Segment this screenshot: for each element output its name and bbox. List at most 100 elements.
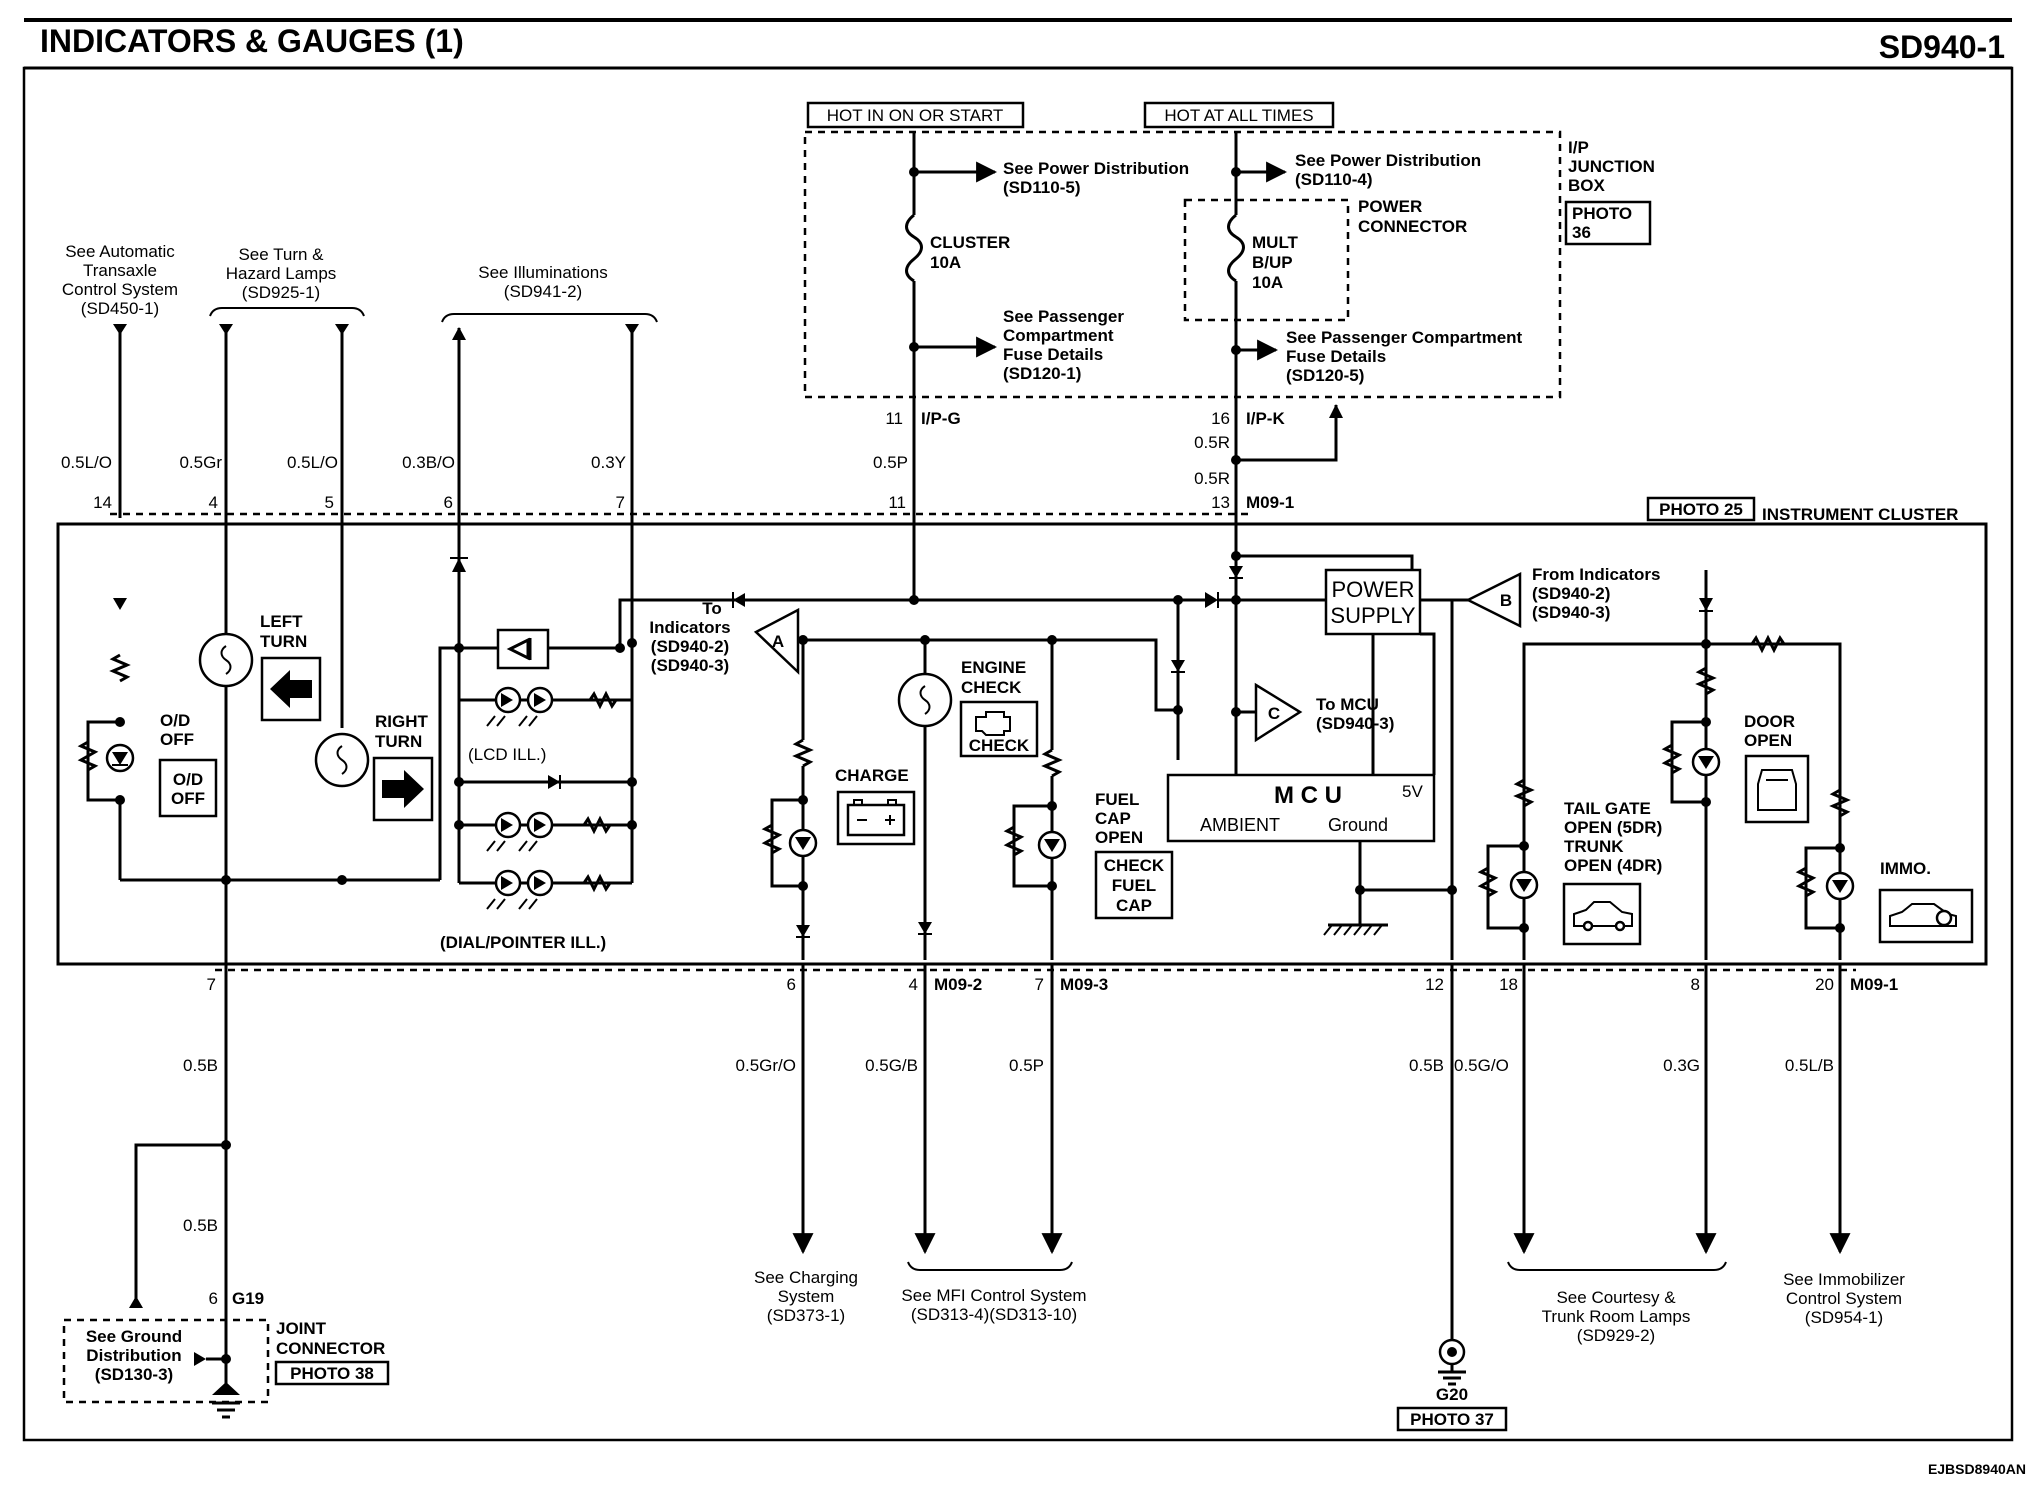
diagram-title: INDICATORS & GAUGES (1) [40,23,464,59]
dial-ill-label: (DIAL/POINTER ILL.) [440,933,606,952]
from-ind-l1: From Indicators [1532,565,1660,584]
junction-box: HOT IN ON OR START HOT AT ALL TIMES I/P … [803,101,1655,428]
g19-label: G19 [232,1289,264,1308]
charging-ref-2: System [778,1287,835,1306]
courtesy-ref-2: Trunk Room Lamps [1542,1307,1691,1326]
pin-bot-12: 12 [1425,975,1444,994]
engine-check-l1: ENGINE [961,658,1026,677]
wire-bot-8: 0.3G [1663,1056,1700,1075]
courtesy-ref-1: See Courtesy & [1556,1288,1676,1307]
wire-top-5: 0.5L/O [287,453,338,472]
tri-b-label: B [1500,591,1512,610]
resistor-icon [1513,778,1535,808]
check-icon-label: CHECK [969,736,1030,755]
pd1-l2: (SD110-5) [1003,178,1080,197]
lcd-ill-icon [496,628,550,670]
resistor-icon [109,653,131,683]
mfi-ref-1: See MFI Control System [901,1286,1086,1305]
turn-ref-2: Hazard Lamps [226,264,337,283]
power-conn-l1: POWER [1358,197,1422,216]
wire-bot-7a: 0.5B [183,1056,218,1075]
pin-top-4: 4 [209,493,218,512]
ground-symbol-icon [212,1382,240,1419]
pin-top-11: 11 [888,493,906,512]
pcf2-l3: (SD120-5) [1286,366,1364,385]
fuel-cap-l3: OPEN [1095,828,1143,847]
immob-ref-3: (SD954-1) [1805,1308,1883,1327]
left-turn-l1: LEFT [260,612,303,631]
power-connector-outline [1183,198,1350,322]
hot-run-label: HOT IN ON OR START [827,106,1004,125]
photo36-l2: 36 [1572,223,1591,242]
right-arrow-icon [382,770,424,808]
resistor-icon [761,823,783,855]
resistor-icon [1795,866,1817,898]
cluster-fuse-icon [905,213,923,283]
left-arrow-icon [270,670,312,708]
conn-ipk: I/P-K [1246,409,1285,428]
pin-top-13: 13 [1211,493,1230,512]
tail-gate-l2: OPEN (5DR) [1564,818,1662,837]
instrument-cluster: PHOTO 25 INSTRUMENT CLUSTER O/D OFF O/D … [56,496,1988,966]
immob-ref-2: Control System [1786,1289,1902,1308]
tri-c-label: C [1268,704,1280,723]
pin-top-14: 14 [93,493,112,512]
pin-ipk: 16 [1211,409,1230,428]
header: INDICATORS & GAUGES (1) SD940-1 [24,18,2012,70]
photo37-box [1396,1406,1508,1432]
resistor-icon [582,873,612,893]
right-turn-l2: TURN [375,732,422,751]
diagram-code: SD940-1 [1879,29,2005,65]
down-arrow-icon [335,324,349,335]
up-arrow-icon [452,327,466,340]
power-supply-l1: POWER [1331,577,1414,602]
wire-top-4: 0.5Gr [179,453,222,472]
power-supply-box [1324,568,1422,636]
cluster-outline [56,522,1988,966]
mcu-box [1166,773,1436,843]
ground-dist-l1: See Ground [86,1327,182,1346]
resistor-icon [1041,748,1063,778]
wire-bot-6: 0.5Gr/O [736,1056,796,1075]
pd2-l1: See Power Distribution [1295,151,1481,170]
tail-gate-l4: OPEN (4DR) [1564,856,1662,875]
resistor-icon [77,740,99,772]
od-icon-l2: OFF [171,789,205,808]
to-ind-l2: Indicators [649,618,730,637]
pcf1-l3: Fuse Details [1003,345,1103,364]
wire-top-13b: 0.5R [1194,469,1230,488]
resistor-icon [588,690,618,710]
fuel-icon-l2: FUEL [1112,876,1156,895]
cluster-label: INSTRUMENT CLUSTER [1762,505,1958,524]
wire-bot-4: 0.5G/B [865,1056,918,1075]
courtesy-ref-3: (SD929-2) [1577,1326,1655,1345]
resistor-icon [1750,634,1786,654]
turn-ref-1: See Turn & [238,245,324,264]
fuse1-l2: 10A [930,253,961,272]
joint-l2: CONNECTOR [276,1339,385,1358]
diagram-frame [22,66,2014,1442]
photo25-label: PHOTO 25 [1659,500,1743,519]
wire-bot-20: 0.5L/B [1785,1056,1834,1075]
power-conn-l2: CONNECTOR [1358,217,1467,236]
pin-top-6: 6 [444,493,453,512]
resistor-icon [792,738,814,768]
tri-a-label: A [772,632,784,651]
down-arrow-icon [625,324,639,335]
pd1-l1: See Power Distribution [1003,159,1189,178]
wire-top-11: 0.5P [873,453,908,472]
tail-gate-l1: TAIL GATE [1564,799,1651,818]
mcu-ground: Ground [1328,815,1388,835]
joint-l1: JOINT [276,1319,327,1338]
conn-ipg: I/P-G [921,409,961,428]
up-arrow-icon [129,1296,143,1308]
down-arrow-icon [113,324,127,335]
illum-ref-1: See Illuminations [478,263,607,282]
dial-led-row-2 [459,869,632,910]
fuel-icon-l3: CAP [1116,896,1152,915]
od-off-l1: O/D [160,711,190,730]
from-ind-l3: (SD940-3) [1532,603,1610,622]
fuel-icon-l1: CHECK [1104,856,1165,875]
conn-bot-4: M09-2 [934,975,982,994]
